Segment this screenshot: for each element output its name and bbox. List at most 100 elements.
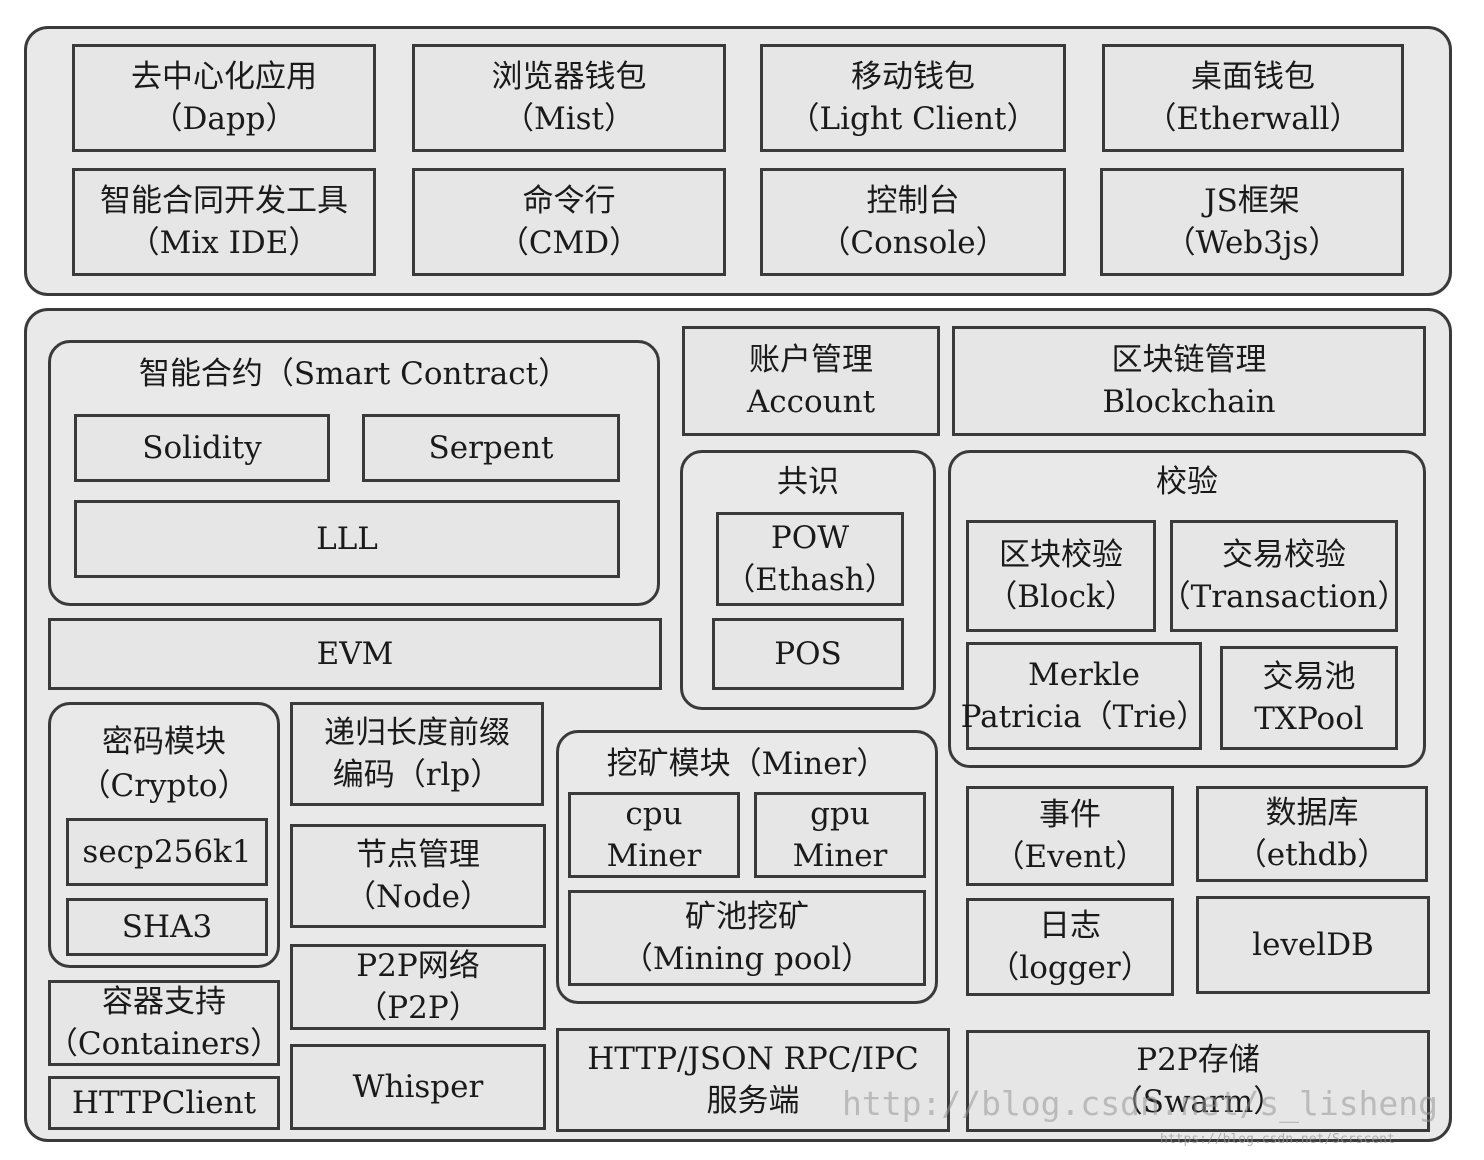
merkle-label-line1: Merkle bbox=[1028, 657, 1140, 693]
blockchain-box: 区块链管理 Blockchain bbox=[952, 326, 1426, 436]
containers-label-en: （Containers） bbox=[46, 1026, 282, 1062]
solidity-box: Solidity bbox=[74, 414, 330, 482]
transaction-validation-label-zh: 交易校验 bbox=[1222, 537, 1346, 573]
evm-label: EVM bbox=[316, 636, 394, 672]
cpu-miner-line1: cpu bbox=[625, 796, 683, 832]
blockchain-label-en: Blockchain bbox=[1102, 384, 1276, 420]
block-validation-box: 区块校验 （Block） bbox=[966, 520, 1156, 632]
consensus-title: 共识 bbox=[777, 464, 839, 500]
mist-label-en: （Mist） bbox=[502, 101, 636, 137]
account-box: 账户管理 Account bbox=[682, 326, 940, 436]
httpclient-box: HTTPClient bbox=[48, 1076, 280, 1130]
console-label-zh: 控制台 bbox=[866, 183, 960, 219]
account-label-zh: 账户管理 bbox=[749, 342, 873, 378]
smart-contract-title: 智能合约（Smart Contract） bbox=[138, 356, 570, 392]
mining-pool-box: 矿池挖矿 （Mining pool） bbox=[568, 890, 926, 986]
merkle-label-line2: Patricia（Trie） bbox=[960, 699, 1208, 735]
mist-label-zh: 浏览器钱包 bbox=[491, 59, 647, 95]
sha3-label: SHA3 bbox=[121, 909, 213, 945]
solidity-label: Solidity bbox=[142, 430, 262, 466]
containers-label-zh: 容器支持 bbox=[102, 984, 226, 1020]
console-label-en: （Console） bbox=[819, 225, 1007, 261]
swarm-label-en: （Swarm） bbox=[1111, 1084, 1285, 1120]
serpent-box: Serpent bbox=[362, 414, 620, 482]
node-box: 节点管理 （Node） bbox=[290, 824, 546, 928]
mix-ide-box: 智能合同开发工具 （Mix IDE） bbox=[72, 168, 376, 276]
logger-box: 日志 （logger） bbox=[966, 898, 1174, 996]
p2p-network-box: P2P网络 （P2P） bbox=[290, 944, 546, 1030]
swarm-box: P2P存储 （Swarm） bbox=[966, 1030, 1430, 1132]
event-label-en: （Event） bbox=[993, 839, 1147, 875]
pow-label-line2: （Ethash） bbox=[724, 562, 896, 598]
ethdb-label-zh: 数据库 bbox=[1265, 795, 1359, 831]
etherwall-box: 桌面钱包 （Etherwall） bbox=[1102, 44, 1404, 152]
secp256k1-box: secp256k1 bbox=[66, 818, 268, 886]
pos-label: POS bbox=[774, 636, 842, 672]
watermark-small-text: https://blog.csdn.net/Scrscent bbox=[1160, 1132, 1395, 1147]
evm-box: EVM bbox=[48, 618, 662, 690]
cmd-label-en: （CMD） bbox=[497, 225, 641, 261]
txpool-box: 交易池 TXPool bbox=[1220, 646, 1398, 750]
mist-box: 浏览器钱包 （Mist） bbox=[412, 44, 726, 152]
p2p-label-zh: P2P网络 bbox=[356, 948, 480, 984]
web3js-label-zh: JS框架 bbox=[1204, 183, 1300, 219]
ethdb-box: 数据库 （ethdb） bbox=[1196, 786, 1428, 882]
mix-ide-label-zh: 智能合同开发工具 bbox=[100, 183, 348, 219]
dapp-label-en: （Dapp） bbox=[151, 101, 297, 137]
mix-ide-label-en: （Mix IDE） bbox=[128, 225, 320, 261]
logger-label-zh: 日志 bbox=[1039, 908, 1101, 944]
whisper-box: Whisper bbox=[290, 1044, 546, 1130]
mining-pool-label-en: （Mining pool） bbox=[621, 941, 873, 977]
watermark-text: http://blog.csdn.net/s_lisheng bbox=[842, 1084, 1439, 1123]
etherwall-label-zh: 桌面钱包 bbox=[1191, 59, 1315, 95]
account-label-en: Account bbox=[746, 384, 876, 420]
validation-title: 校验 bbox=[1156, 464, 1218, 500]
web3js-label-en: （Web3js） bbox=[1164, 225, 1340, 261]
serpent-label: Serpent bbox=[428, 430, 554, 466]
blockchain-label-zh: 区块链管理 bbox=[1111, 342, 1267, 378]
mining-pool-label-zh: 矿池挖矿 bbox=[685, 899, 809, 935]
leveldb-label: levelDB bbox=[1252, 927, 1374, 963]
light-client-box: 移动钱包 （Light Client） bbox=[760, 44, 1066, 152]
gpu-miner-line2: Miner bbox=[792, 838, 888, 874]
pos-box: POS bbox=[712, 618, 904, 690]
merkle-patricia-box: Merkle Patricia（Trie） bbox=[961, 642, 1207, 750]
miner-title: 挖矿模块（Miner） bbox=[606, 746, 888, 782]
lll-box: LLL bbox=[74, 500, 620, 578]
block-validation-label-zh: 区块校验 bbox=[999, 537, 1123, 573]
pow-label-line1: POW bbox=[770, 520, 850, 556]
httpclient-label: HTTPClient bbox=[71, 1085, 257, 1121]
rlp-box: 递归长度前缀 编码（rlp） bbox=[290, 702, 544, 806]
etherwall-label-en: （Etherwall） bbox=[1145, 101, 1361, 137]
secp256k1-label: secp256k1 bbox=[82, 834, 252, 870]
transaction-validation-box: 交易校验 （Transaction） bbox=[1160, 520, 1408, 632]
txpool-label-zh: 交易池 bbox=[1262, 659, 1356, 695]
web3js-box: JS框架 （Web3js） bbox=[1100, 168, 1404, 276]
light-client-label-en: （Light Client） bbox=[788, 101, 1038, 137]
dapp-label-zh: 去中心化应用 bbox=[131, 59, 317, 95]
crypto-title-en: （Crypto） bbox=[79, 768, 249, 804]
cmd-box: 命令行 （CMD） bbox=[412, 168, 726, 276]
console-box: 控制台 （Console） bbox=[760, 168, 1066, 276]
txpool-label-en: TXPool bbox=[1254, 701, 1364, 737]
rlp-label-line1: 递归长度前缀 bbox=[324, 715, 510, 751]
p2p-label-en: （P2P） bbox=[356, 990, 480, 1026]
gpu-miner-box: gpu Miner bbox=[754, 792, 926, 878]
transaction-validation-label-en: （Transaction） bbox=[1159, 579, 1409, 615]
node-label-zh: 节点管理 bbox=[356, 837, 480, 873]
rpc-label-line2: 服务端 bbox=[706, 1083, 800, 1119]
event-box: 事件 （Event） bbox=[966, 786, 1174, 886]
logger-label-en: （logger） bbox=[988, 950, 1152, 986]
cmd-label-zh: 命令行 bbox=[522, 183, 616, 219]
block-validation-label-en: （Block） bbox=[986, 579, 1136, 615]
sha3-box: SHA3 bbox=[66, 898, 268, 956]
rpc-server-box: HTTP/JSON RPC/IPC 服务端 bbox=[556, 1028, 950, 1132]
crypto-title-zh: 密码模块 bbox=[102, 724, 226, 760]
dapp-box: 去中心化应用 （Dapp） bbox=[72, 44, 376, 152]
lll-label: LLL bbox=[316, 521, 378, 557]
containers-box: 容器支持 （Containers） bbox=[46, 980, 282, 1066]
gpu-miner-line1: gpu bbox=[810, 796, 870, 832]
pow-box: POW （Ethash） bbox=[716, 512, 904, 606]
leveldb-box: levelDB bbox=[1196, 896, 1430, 994]
cpu-miner-line2: Miner bbox=[606, 838, 702, 874]
